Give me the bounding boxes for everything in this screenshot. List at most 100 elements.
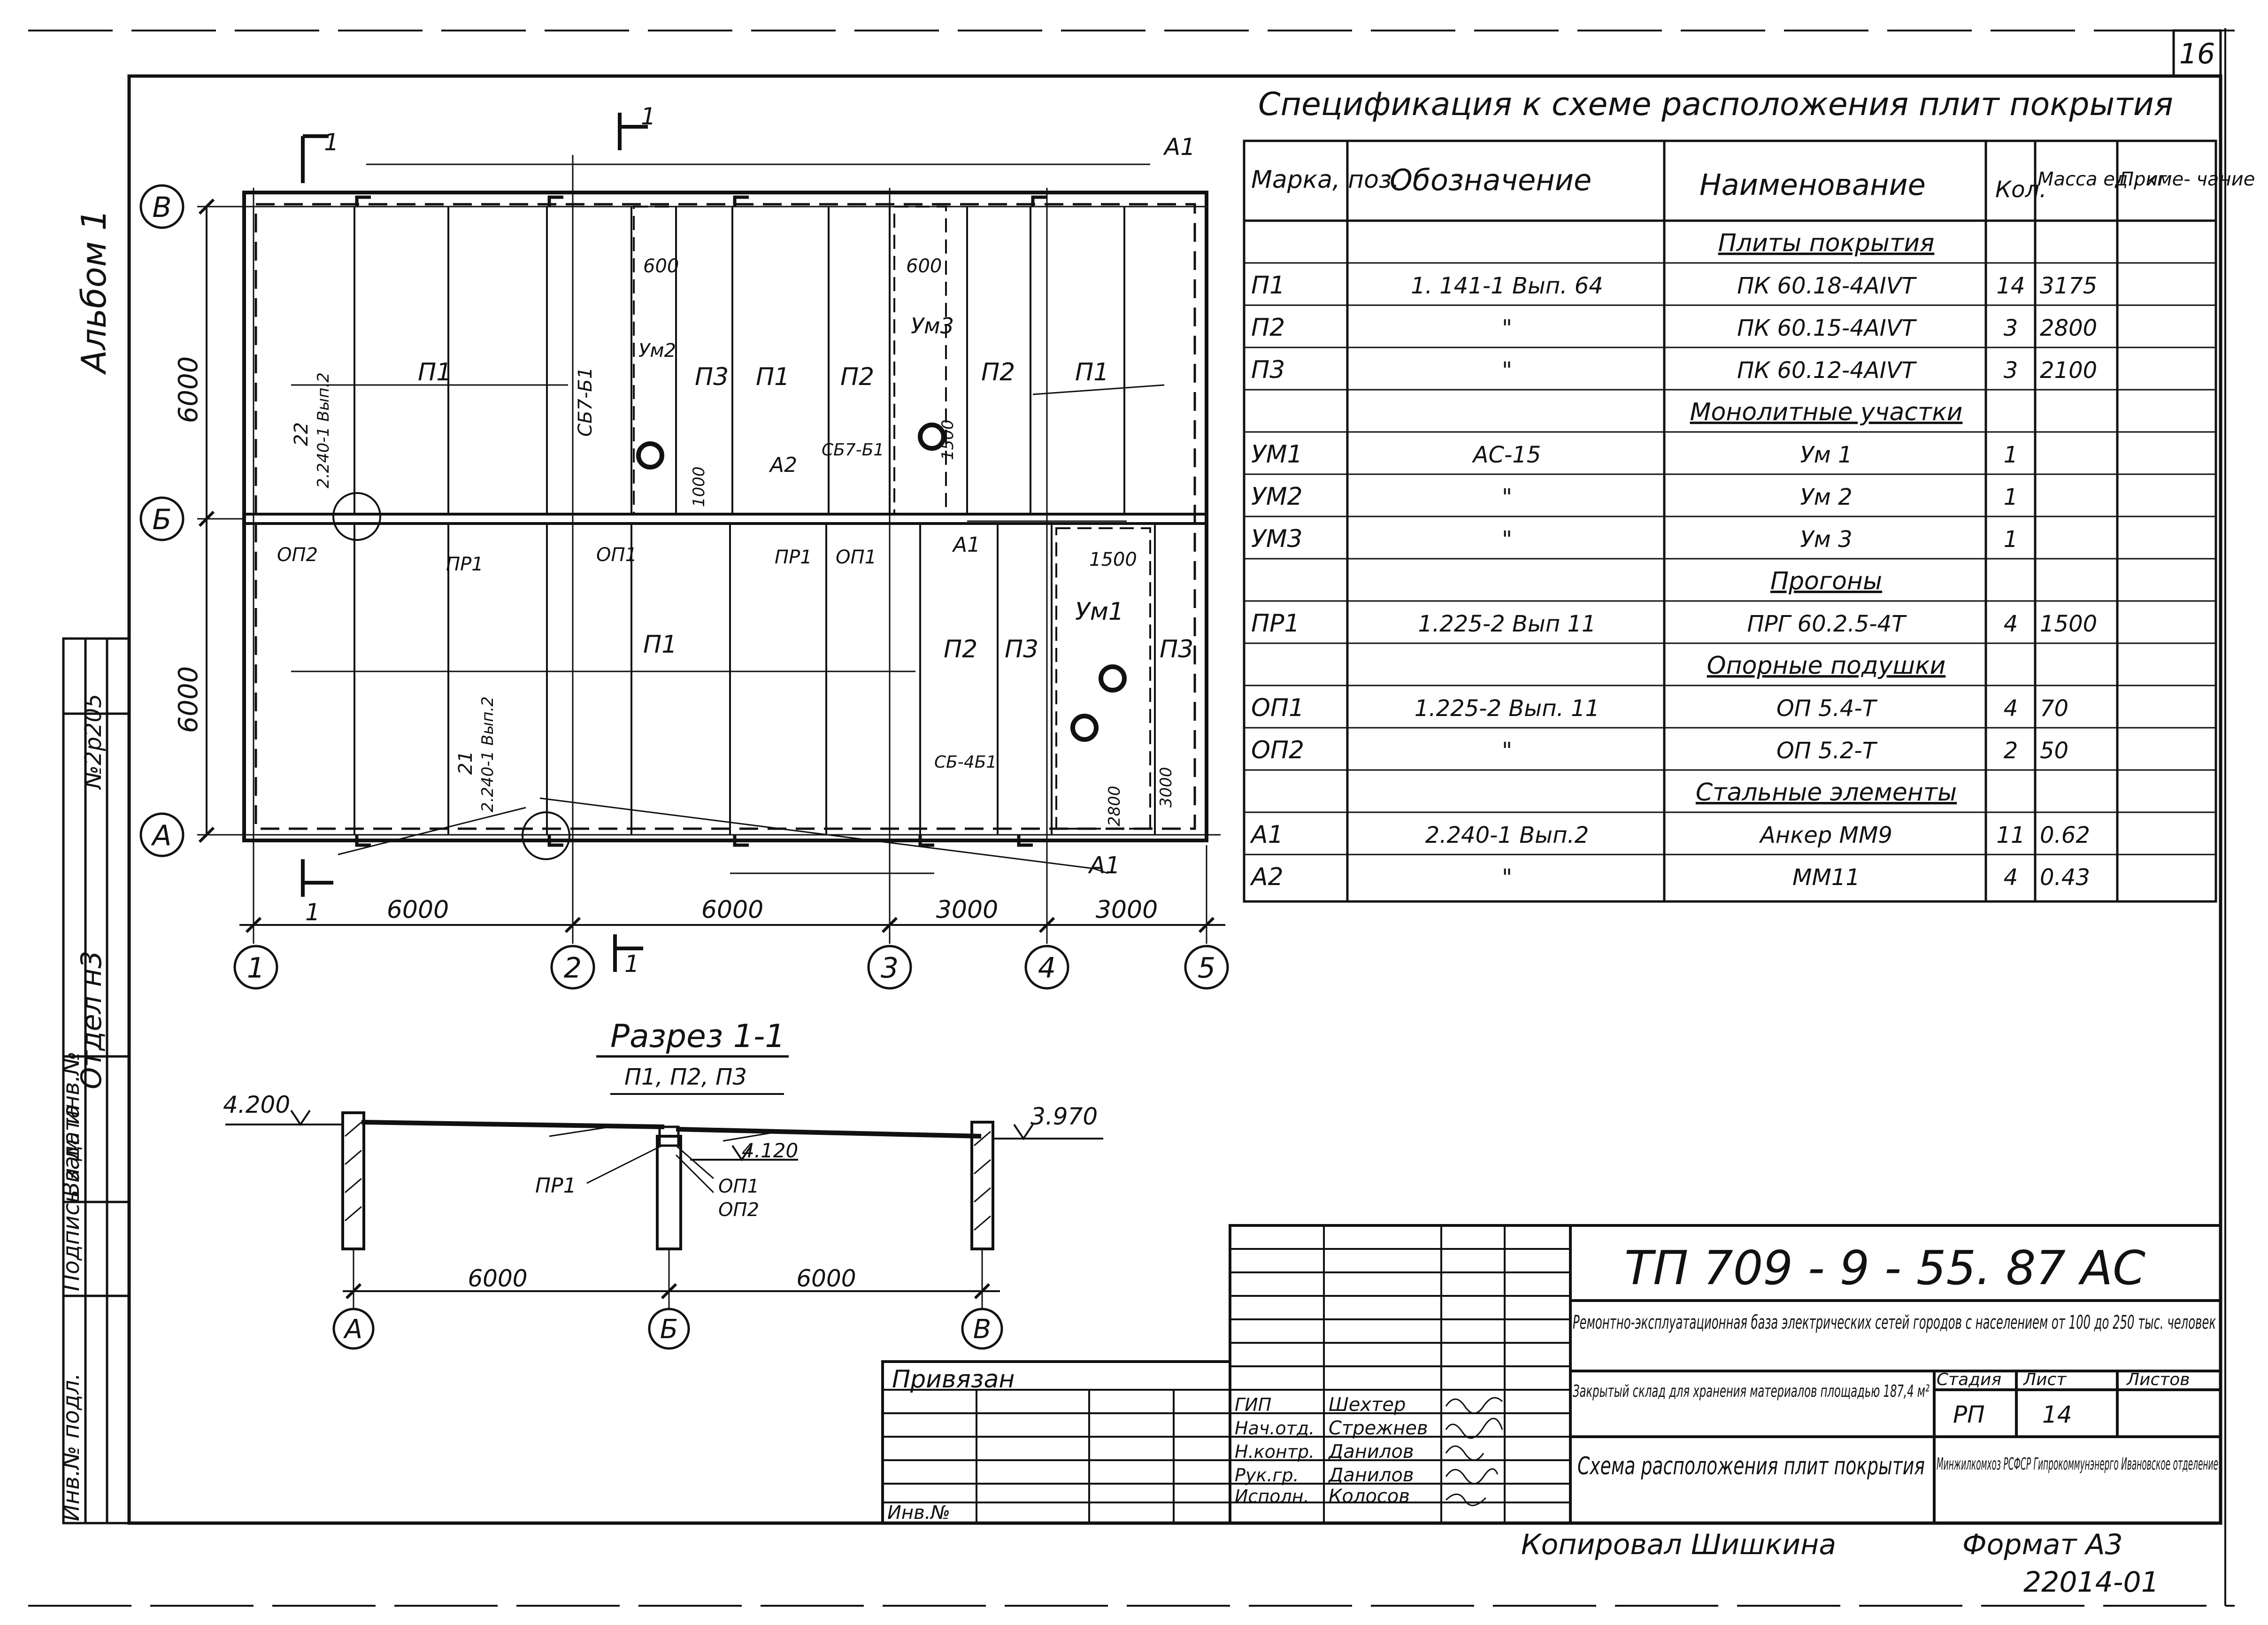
spec-cell-mark: П1: [1251, 271, 1285, 300]
spec-cell-qty: 1: [2004, 442, 2018, 468]
inv-no-label: Инв.№: [887, 1502, 950, 1524]
spec-cell-mark: А1: [1250, 821, 1284, 849]
spec-cell-code: ": [1502, 315, 1512, 341]
section-pr1: ПР1: [535, 1174, 577, 1198]
plan-label-1500: 1500: [1089, 549, 1137, 570]
spec-cell-qty: 3: [2004, 315, 2018, 341]
spec-cell-name: ПК 60.12-4АIVТ: [1737, 357, 1917, 384]
plan-label-p1: П1: [1075, 358, 1109, 386]
axis-label-1: 1: [247, 952, 265, 985]
spec-cell-qty: 4: [2004, 611, 2018, 637]
spec-cell-code: ": [1502, 526, 1512, 553]
plan-label-sb7: СБ7-Б1: [822, 440, 884, 460]
spec-section-title: Стальные элементы: [1696, 778, 1957, 807]
section-elev-left: 4.200: [223, 1091, 290, 1118]
plan-label-p2: П2: [840, 363, 874, 391]
side-label-inv-podl: Инв.№ подл.: [58, 1373, 85, 1521]
axis-label-2: 2: [564, 952, 582, 985]
name-nkontr: Данилов: [1328, 1441, 1414, 1463]
dim-row-2: 6000: [173, 666, 204, 733]
spec-cell-mass: 50: [2040, 738, 2068, 764]
section-op2: ОП2: [718, 1199, 759, 1221]
plan-label-sb4: СБ-4Б1: [934, 753, 997, 772]
spec-cell-mass: 2800: [2040, 315, 2097, 341]
role-nkontr: Н.контр.: [1235, 1441, 1315, 1462]
plan-label-op1: ОП1: [596, 544, 637, 566]
spec-cell-name: ОП 5.4-Т: [1776, 695, 1878, 722]
spec-header-mark: Марка, поз.: [1251, 166, 1399, 194]
spec-cell-qty: 11: [1996, 822, 2025, 848]
spec-cell-name: ММ11: [1792, 864, 1860, 891]
stage-label: Стадия: [1937, 1370, 2001, 1389]
dimension-lines: [198, 198, 1225, 933]
spec-cell-qty: 1: [2004, 484, 2018, 510]
spec-cell-name: Ум 1: [1800, 442, 1852, 468]
sheet-number: 16: [2179, 38, 2215, 70]
plan-label-p2: П2: [944, 635, 977, 663]
spec-cell-mass: 0.62: [2040, 822, 2090, 848]
axis-markers: [139, 184, 1229, 990]
spec-cell-name: Ум 2: [1800, 484, 1852, 510]
spec-cell-mark: УМ3: [1251, 525, 1303, 553]
axis-label-v: В: [152, 191, 171, 224]
sheets-label: Листов: [2126, 1370, 2190, 1389]
spec-cell-mark: ПР1: [1251, 609, 1300, 638]
role-nach: Нач.отд.: [1235, 1418, 1315, 1439]
spec-cell-name: ПК 60.18-4АIVТ: [1737, 273, 1917, 299]
node-21-ref: 2.240-1 Вып.2: [478, 696, 497, 812]
side-stamp: [62, 637, 131, 1525]
spec-cell-mark: П3: [1251, 356, 1285, 384]
sheet-label: Лист: [2022, 1370, 2067, 1389]
plan-label-p3: П3: [1160, 635, 1193, 663]
side-label-vzam: Взам. инв.№: [58, 1051, 85, 1197]
spec-cell-mark: ОП1: [1251, 694, 1304, 722]
spec-cell-name: ПК 60.15-4АIVТ: [1737, 315, 1917, 341]
plan-label-p3: П3: [1005, 635, 1038, 663]
spec-cell-code: ": [1502, 864, 1512, 891]
spec-cell-qty: 14: [1996, 273, 2025, 299]
plan-label-op1: ОП1: [836, 547, 876, 568]
spec-cell-qty: 2: [2004, 738, 2018, 764]
plan-label-p1: П1: [418, 358, 452, 386]
name-ispoln: Колосов: [1329, 1486, 1410, 1507]
plan-label-p1: П1: [756, 363, 790, 391]
node-22-ref: 2.240-1 Вып.2: [314, 372, 333, 488]
side-label-otdel: Отдел н3: [75, 951, 108, 1089]
spec-cell-name: ПРГ 60.2.5-4Т: [1747, 611, 1907, 637]
spec-cell-qty: 1: [2004, 526, 2018, 553]
spec-header-note: Приме- чание: [2120, 169, 2255, 190]
section-elev-mid: 4.120: [742, 1139, 798, 1162]
section-axis-b: Б: [660, 1314, 678, 1345]
plan-label-p3: П3: [695, 363, 729, 391]
plan-label-um3: Ум3: [911, 313, 954, 339]
dim-row-1: 6000: [173, 356, 204, 424]
section-axis-v: В: [973, 1314, 991, 1345]
plan-label-sb7: СБ7-Б1: [575, 367, 596, 437]
spec-cell-code: АС-15: [1472, 442, 1541, 468]
spec-section-title: Прогоны: [1770, 567, 1882, 595]
stage-value: РП: [1953, 1401, 1985, 1428]
spec-cell-name: ОП 5.2-Т: [1776, 738, 1878, 764]
spec-cell-name: Анкер ММ9: [1759, 822, 1892, 848]
plan-label-pr1: ПР1: [446, 554, 484, 575]
project-name: Ремонтно-эксплуатационная база электриче…: [1573, 1312, 2216, 1333]
spec-cell-code: 1.225-2 Вып 11: [1418, 611, 1596, 637]
axis-label-3: 3: [881, 952, 899, 985]
spec-cell-code: ": [1502, 484, 1512, 510]
spec-header-mass: Масса ед., кг: [2037, 169, 2168, 190]
plan-label-um1: Ум1: [1075, 598, 1124, 626]
cut-mark-label: 1: [641, 103, 656, 130]
section-drawing: [225, 1093, 1103, 1310]
spec-cell-qty: 3: [2004, 357, 2018, 384]
cut-mark-label: 1: [624, 950, 639, 978]
spec-header-code: Обозначение: [1390, 163, 1591, 197]
spec-cell-mass: 1500: [2040, 611, 2097, 637]
spec-cell-mark: ОП2: [1251, 736, 1304, 764]
name-ruk: Данилов: [1328, 1464, 1414, 1486]
spec-cell-code: 1.225-2 Вып. 11: [1415, 695, 1599, 722]
plan-label-a1: А1: [952, 533, 980, 557]
node-22: 22: [291, 422, 312, 446]
spec-cell-mass: 70: [2040, 695, 2068, 722]
dim-bay-4: 3000: [1096, 896, 1158, 924]
